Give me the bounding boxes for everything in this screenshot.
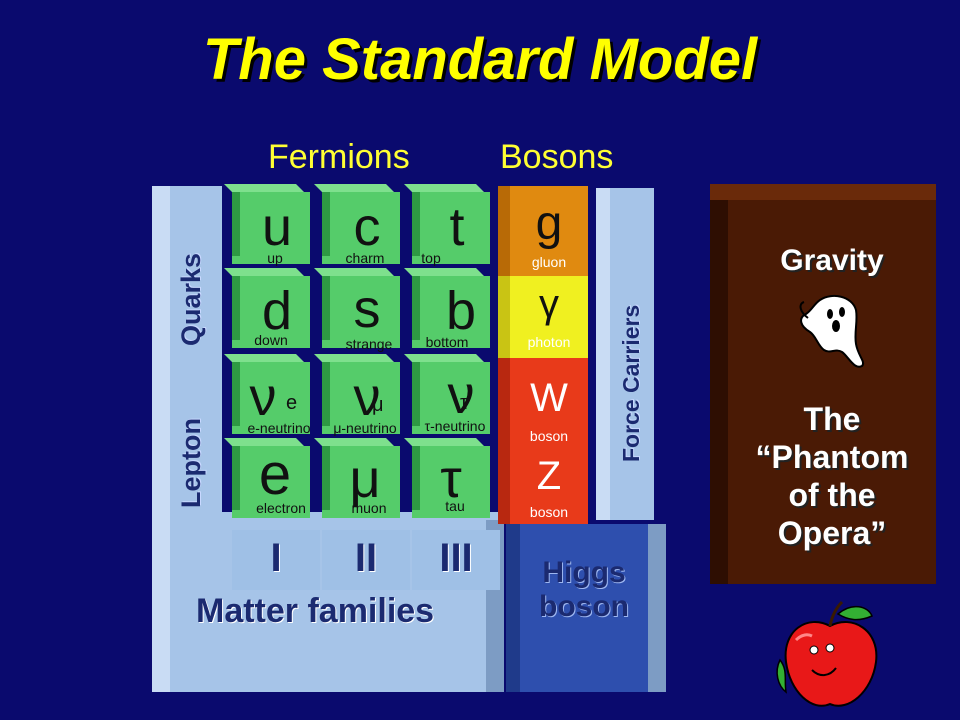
quark-symbol: b [445, 281, 477, 341]
quark-name: strange [345, 336, 393, 352]
lepton-name: tau [445, 498, 465, 514]
higgs-boson-panel [506, 524, 666, 692]
quark-tile-charm: c charm [314, 184, 400, 266]
lepton-tile-muon: μ muon [314, 438, 400, 518]
boson-symbol: Z [536, 454, 562, 498]
quark-symbol: s [353, 279, 381, 339]
boson-symbol: W [530, 376, 568, 420]
family-label-2: II [322, 530, 410, 590]
quarks-label: Quarks [176, 252, 206, 346]
quark-tile-top: t top [404, 184, 490, 266]
quark-symbol: d [261, 281, 293, 341]
quark-name: top [421, 250, 441, 266]
quark-tile-up: u up [224, 184, 310, 266]
lepton-symbol: τ [440, 449, 462, 509]
quark-symbol: t [449, 197, 465, 257]
quark-tile-strange: s strange [314, 268, 400, 352]
boson-tile-z: Z boson [498, 442, 588, 524]
lepton-subscript: τ [460, 392, 468, 414]
boson-tile-w: W boson [498, 358, 588, 444]
quark-symbol: c [353, 197, 381, 257]
lepton-name: τ-neutrino [424, 418, 486, 434]
lepton-tile-e-neutrino: ν e e-neutrino [224, 354, 311, 436]
boson-tile-gluon: g gluon [498, 186, 588, 276]
lepton-symbol: e [258, 442, 292, 507]
boson-name: boson [529, 504, 569, 520]
page-title: The Standard Model [202, 27, 758, 92]
quark-name: up [267, 250, 283, 266]
boson-symbol: γ [539, 282, 559, 326]
lepton-symbol: μ [349, 449, 381, 509]
boson-name: photon [527, 334, 571, 350]
lepton-name: μ-neutrino [333, 420, 397, 436]
lepton-subscript: e [286, 392, 298, 414]
lepton-tile-mu-neutrino: ν μ μ-neutrino [314, 354, 400, 436]
lepton-name: electron [256, 500, 306, 516]
boson-name: boson [529, 428, 569, 444]
higgs-label-line1: Higgs [542, 556, 626, 589]
gravity-panel [710, 184, 936, 584]
family-label-3: III [412, 530, 500, 590]
ghost-icon [799, 294, 865, 368]
quark-tile-bottom: b bottom [404, 268, 490, 350]
boson-tile-photon: γ photon [498, 276, 588, 358]
gravity-caption-line4: Opera” [777, 515, 887, 551]
apple-icon [776, 600, 878, 707]
family-label-1: I [232, 530, 320, 590]
higgs-label-line2: boson [539, 590, 629, 623]
quark-symbol: u [261, 197, 293, 257]
lepton-name: e-neutrino [247, 420, 311, 436]
gravity-caption: The “Phantom of the Opera” [728, 400, 936, 552]
force-carriers-label: Force Carriers [618, 304, 644, 462]
lepton-tile-electron: e electron [224, 438, 310, 518]
lepton-symbol: ν [353, 367, 381, 427]
quark-name: down [254, 332, 288, 348]
gravity-caption-line3: of the [788, 477, 876, 513]
boson-name: gluon [531, 254, 567, 270]
leptons-label: Lepton [176, 418, 206, 508]
quark-name: bottom [425, 334, 469, 350]
gravity-caption-line2: “Phantom [755, 439, 909, 475]
higgs-label: Higgs boson [520, 556, 648, 624]
lepton-tile-tau-neutrino: ν τ τ-neutrino [404, 354, 490, 434]
boson-symbol: g [535, 197, 563, 250]
gravity-heading: Gravity [780, 244, 884, 277]
lepton-symbol: ν [447, 365, 475, 425]
gravity-caption-line1: The [803, 401, 861, 437]
matter-families-label: Matter families [196, 592, 435, 630]
lepton-tile-tau: τ tau [404, 438, 490, 518]
fermions-header: Fermions [268, 138, 410, 176]
lepton-name: muon [351, 500, 387, 516]
lepton-symbol: ν [249, 367, 277, 427]
quark-tile-down: d down [224, 268, 310, 348]
bosons-header: Bosons [500, 138, 614, 176]
lepton-subscript: μ [372, 394, 384, 416]
quark-name: charm [345, 250, 385, 266]
